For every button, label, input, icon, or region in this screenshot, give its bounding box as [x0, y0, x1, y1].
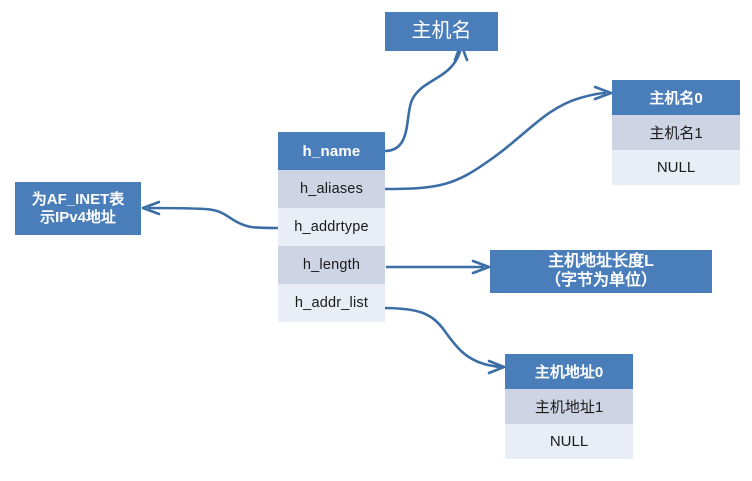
addrtype-label-box: 为AF_INET表 示IPv4地址	[15, 182, 141, 235]
alias-list-row-0[interactable]: 主机名0	[612, 80, 740, 115]
addr-list-label-2: NULL	[549, 433, 589, 450]
addrtype-label-text: 为AF_INET表 示IPv4地址	[31, 190, 125, 226]
struct-label-h-name: h_name	[302, 142, 361, 160]
alias-list-row-1[interactable]: 主机名1	[612, 115, 740, 150]
alias-list-table: 主机名0 主机名1 NULL	[612, 80, 740, 185]
addr-list-row-2[interactable]: NULL	[505, 424, 633, 459]
arrowhead-h-aliases	[593, 85, 613, 101]
struct-row-h-aliases[interactable]: h_aliases	[278, 170, 385, 208]
hostent-struct-table: h_name h_aliases h_addrtype h_length h_a…	[278, 132, 385, 322]
alias-list-label-1: 主机名1	[649, 125, 703, 142]
addr-list-label-1: 主机地址1	[534, 399, 604, 416]
hostname-label-text: 主机名	[411, 19, 472, 42]
addr-list-label-0: 主机地址0	[534, 364, 604, 381]
addr-list-row-1[interactable]: 主机地址1	[505, 389, 633, 424]
length-label-box: 主机地址长度L （字节为单位）	[490, 250, 712, 293]
arrowhead-h-length	[471, 259, 491, 275]
alias-list-row-2[interactable]: NULL	[612, 150, 740, 185]
length-label-text: 主机地址长度L （字节为单位）	[544, 252, 657, 289]
arrowhead-h-addrtype	[141, 200, 161, 216]
addr-list-row-0[interactable]: 主机地址0	[505, 354, 633, 389]
struct-row-h-addrtype[interactable]: h_addrtype	[278, 208, 385, 246]
struct-row-h-name[interactable]: h_name	[278, 132, 385, 170]
hostname-label-box: 主机名	[385, 12, 498, 51]
struct-label-h-addrtype: h_addrtype	[294, 219, 369, 235]
wire-h-addrtype	[147, 206, 279, 230]
arrowhead-h-addr-list	[487, 359, 506, 375]
addr-list-table: 主机地址0 主机地址1 NULL	[505, 354, 633, 459]
struct-row-h-length[interactable]: h_length	[278, 246, 385, 284]
struct-label-h-length: h_length	[302, 257, 361, 273]
wire-h-aliases	[384, 91, 607, 191]
alias-list-label-2: NULL	[656, 159, 696, 176]
wire-h-name	[384, 46, 463, 153]
struct-label-h-aliases: h_aliases	[299, 181, 364, 197]
struct-label-h-addr-list: h_addr_list	[294, 295, 369, 311]
wire-h-addr-list	[382, 306, 501, 369]
struct-row-h-addr-list[interactable]: h_addr_list	[278, 284, 385, 322]
alias-list-label-0: 主机名0	[649, 90, 703, 107]
